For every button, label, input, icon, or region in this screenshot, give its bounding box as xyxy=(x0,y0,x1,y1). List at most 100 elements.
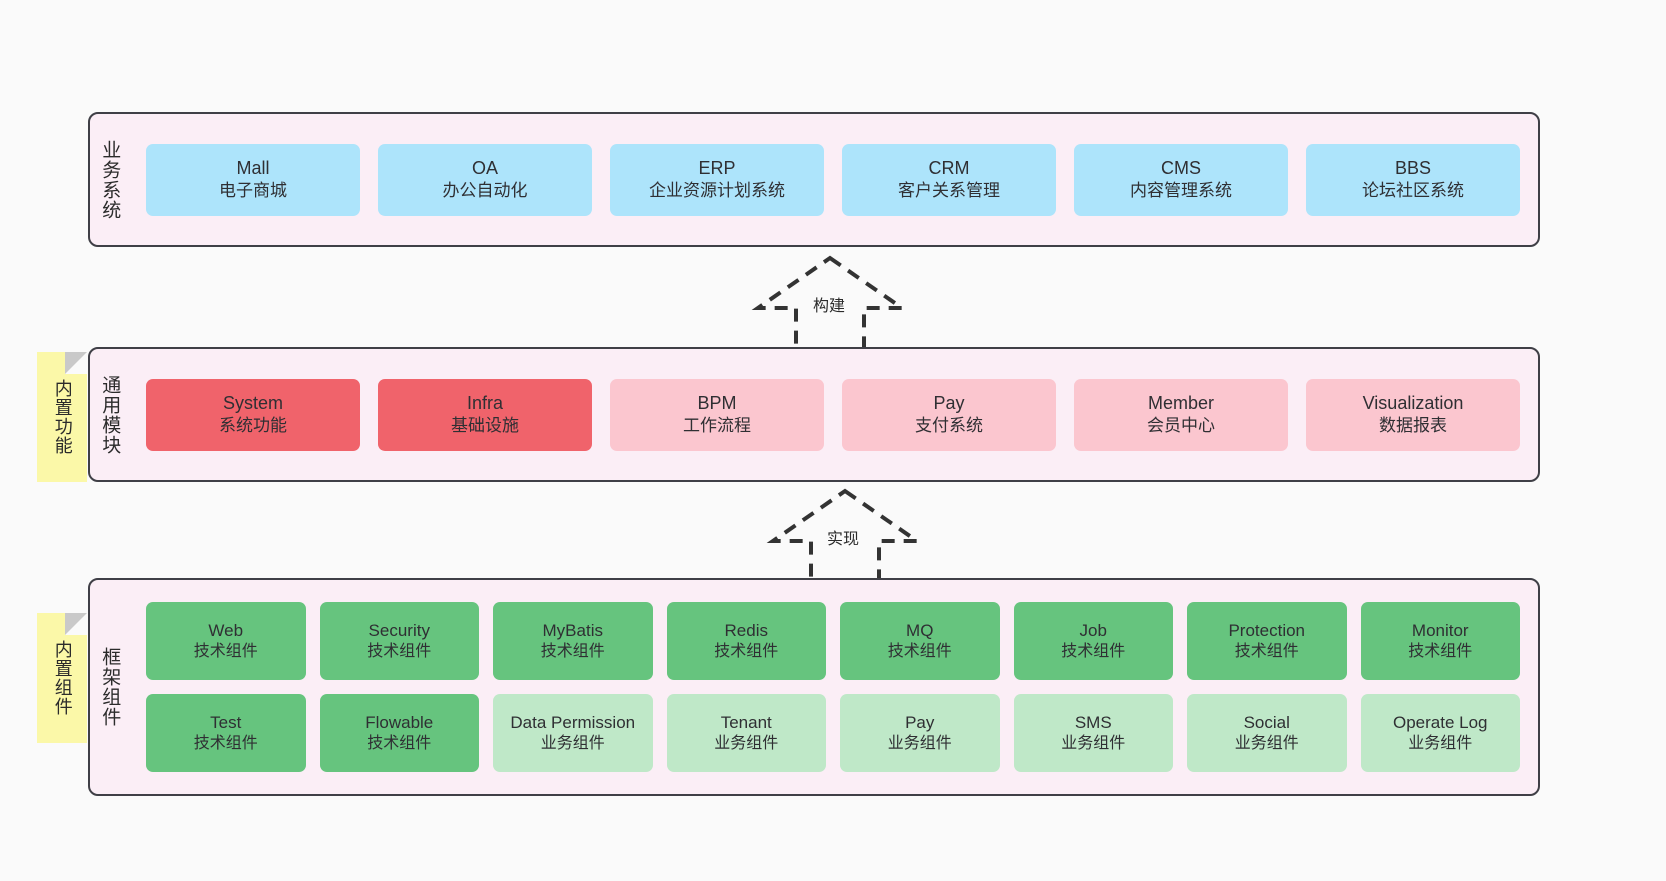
card-subtitle: 论坛社区系统 xyxy=(1362,181,1464,201)
card-row: Web 技术组件 Security 技术组件 MyBatis 技术组件 Redi… xyxy=(146,602,1520,680)
card-subtitle: 技术组件 xyxy=(1234,642,1299,660)
card-title: Monitor xyxy=(1411,620,1469,640)
card-redis[interactable]: Redis 技术组件 xyxy=(666,602,826,680)
card-flowable[interactable]: Flowable 技术组件 xyxy=(319,694,479,772)
card-subtitle: 技术组件 xyxy=(193,734,258,752)
layer-business-system-title: 业务系统 xyxy=(99,139,121,220)
card-subtitle: 业务组件 xyxy=(714,734,779,752)
card-mall[interactable]: Mall 电子商城 xyxy=(146,143,360,216)
card-title: CMS xyxy=(1161,158,1201,179)
card-subtitle: 办公自动化 xyxy=(442,181,528,201)
card-pay-business[interactable]: Pay 业务组件 xyxy=(840,694,1000,772)
card-security[interactable]: Security 技术组件 xyxy=(319,602,479,680)
card-subtitle: 技术组件 xyxy=(193,642,258,660)
card-subtitle: 业务组件 xyxy=(1061,734,1126,752)
card-title: BPM xyxy=(697,393,737,414)
layer-framework-component-body: Web 技术组件 Security 技术组件 MyBatis 技术组件 Redi… xyxy=(128,580,1538,794)
card-subtitle: 业务组件 xyxy=(1408,734,1473,752)
card-title: ERP xyxy=(698,158,736,179)
card-title: Web xyxy=(208,620,244,640)
card-sms[interactable]: SMS 业务组件 xyxy=(1013,694,1173,772)
card-subtitle: 业务组件 xyxy=(540,734,605,752)
card-member[interactable]: Member 会员中心 xyxy=(1074,378,1288,451)
card-subtitle: 业务组件 xyxy=(887,734,952,752)
card-subtitle: 技术组件 xyxy=(540,642,605,660)
card-title: MQ xyxy=(906,620,934,640)
card-web[interactable]: Web 技术组件 xyxy=(146,602,306,680)
card-bbs[interactable]: BBS 论坛社区系统 xyxy=(1306,143,1520,216)
card-system[interactable]: System 系统功能 xyxy=(146,378,360,451)
card-subtitle: 数据报表 xyxy=(1379,416,1447,436)
card-title: System xyxy=(222,393,283,414)
card-data-permission[interactable]: Data Permission 业务组件 xyxy=(493,694,653,772)
card-subtitle: 业务组件 xyxy=(1234,734,1299,752)
layer-common-module: 通用模块 System 系统功能 Infra 基础设施 BPM 工作流程 Pay… xyxy=(88,347,1540,482)
card-row: Mall 电子商城 OA 办公自动化 ERP 企业资源计划系统 CRM 客户关系… xyxy=(146,143,1520,216)
card-crm[interactable]: CRM 客户关系管理 xyxy=(842,143,1056,216)
card-social[interactable]: Social 业务组件 xyxy=(1187,694,1347,772)
card-title: Social xyxy=(1243,712,1290,732)
card-subtitle: 技术组件 xyxy=(1061,642,1126,660)
card-title: Data Permission xyxy=(510,712,636,732)
layer-common-module-body: System 系统功能 Infra 基础设施 BPM 工作流程 Pay 支付系统… xyxy=(128,349,1538,480)
layer-business-system: 业务系统 Mall 电子商城 OA 办公自动化 ERP 企业资源计划系统 CRM… xyxy=(88,112,1540,247)
layer-common-module-title: 通用模块 xyxy=(99,374,121,455)
card-title: Operate Log xyxy=(1392,712,1488,732)
layer-framework-component: 框架组件 Web 技术组件 Security 技术组件 MyBatis 技术组件… xyxy=(88,578,1540,796)
card-title: Visualization xyxy=(1362,393,1464,414)
card-mq[interactable]: MQ 技术组件 xyxy=(840,602,1000,680)
card-title: CRM xyxy=(928,158,970,179)
card-subtitle: 技术组件 xyxy=(887,642,952,660)
card-subtitle: 技术组件 xyxy=(1408,642,1473,660)
card-title: Redis xyxy=(724,620,768,640)
sticky-note-builtin-function: 内置功能 xyxy=(37,352,87,482)
card-mybatis[interactable]: MyBatis 技术组件 xyxy=(493,602,653,680)
card-pay[interactable]: Pay 支付系统 xyxy=(842,378,1056,451)
card-subtitle: 电子商城 xyxy=(219,181,287,201)
card-title: Mall xyxy=(236,158,270,179)
card-subtitle: 支付系统 xyxy=(915,416,983,436)
card-protection[interactable]: Protection 技术组件 xyxy=(1187,602,1347,680)
card-title: Infra xyxy=(466,393,504,414)
card-bpm[interactable]: BPM 工作流程 xyxy=(610,378,824,451)
card-job[interactable]: Job 技术组件 xyxy=(1013,602,1173,680)
card-visualization[interactable]: Visualization 数据报表 xyxy=(1306,378,1520,451)
card-title: Job xyxy=(1079,620,1107,640)
card-operate-log[interactable]: Operate Log 业务组件 xyxy=(1360,694,1520,772)
card-title: Tenant xyxy=(720,712,772,732)
card-subtitle: 会员中心 xyxy=(1147,416,1215,436)
card-title: SMS xyxy=(1074,712,1112,732)
card-title: Protection xyxy=(1228,620,1306,640)
card-subtitle: 工作流程 xyxy=(683,416,751,436)
card-subtitle: 系统功能 xyxy=(219,416,287,436)
card-title: Security xyxy=(368,620,430,640)
sticky-note-label: 内置组件 xyxy=(52,640,73,716)
card-tenant[interactable]: Tenant 业务组件 xyxy=(666,694,826,772)
layer-framework-component-title: 框架组件 xyxy=(99,647,121,727)
card-title: MyBatis xyxy=(542,620,603,640)
card-title: Test xyxy=(210,712,242,732)
card-subtitle: 基础设施 xyxy=(451,416,519,436)
card-erp[interactable]: ERP 企业资源计划系统 xyxy=(610,143,824,216)
card-cms[interactable]: CMS 内容管理系统 xyxy=(1074,143,1288,216)
card-test[interactable]: Test 技术组件 xyxy=(146,694,306,772)
card-title: Member xyxy=(1147,393,1214,414)
sticky-note-label: 内置功能 xyxy=(52,379,73,455)
card-row: System 系统功能 Infra 基础设施 BPM 工作流程 Pay 支付系统… xyxy=(146,378,1520,451)
card-row: Test 技术组件 Flowable 技术组件 Data Permission … xyxy=(146,694,1520,772)
card-infra[interactable]: Infra 基础设施 xyxy=(378,378,592,451)
card-title: OA xyxy=(471,158,498,179)
card-title: Flowable xyxy=(365,712,434,732)
card-oa[interactable]: OA 办公自动化 xyxy=(378,143,592,216)
card-subtitle: 客户关系管理 xyxy=(898,181,1000,201)
card-subtitle: 技术组件 xyxy=(714,642,779,660)
card-subtitle: 内容管理系统 xyxy=(1130,181,1232,201)
sticky-note-builtin-component: 内置组件 xyxy=(37,613,87,743)
card-title: Pay xyxy=(933,393,965,414)
arrow-build-label: 构建 xyxy=(813,298,846,315)
card-subtitle: 企业资源计划系统 xyxy=(649,181,785,201)
arrow-implement-label: 实现 xyxy=(827,531,860,548)
card-monitor[interactable]: Monitor 技术组件 xyxy=(1360,602,1520,680)
card-title: Pay xyxy=(905,712,935,732)
